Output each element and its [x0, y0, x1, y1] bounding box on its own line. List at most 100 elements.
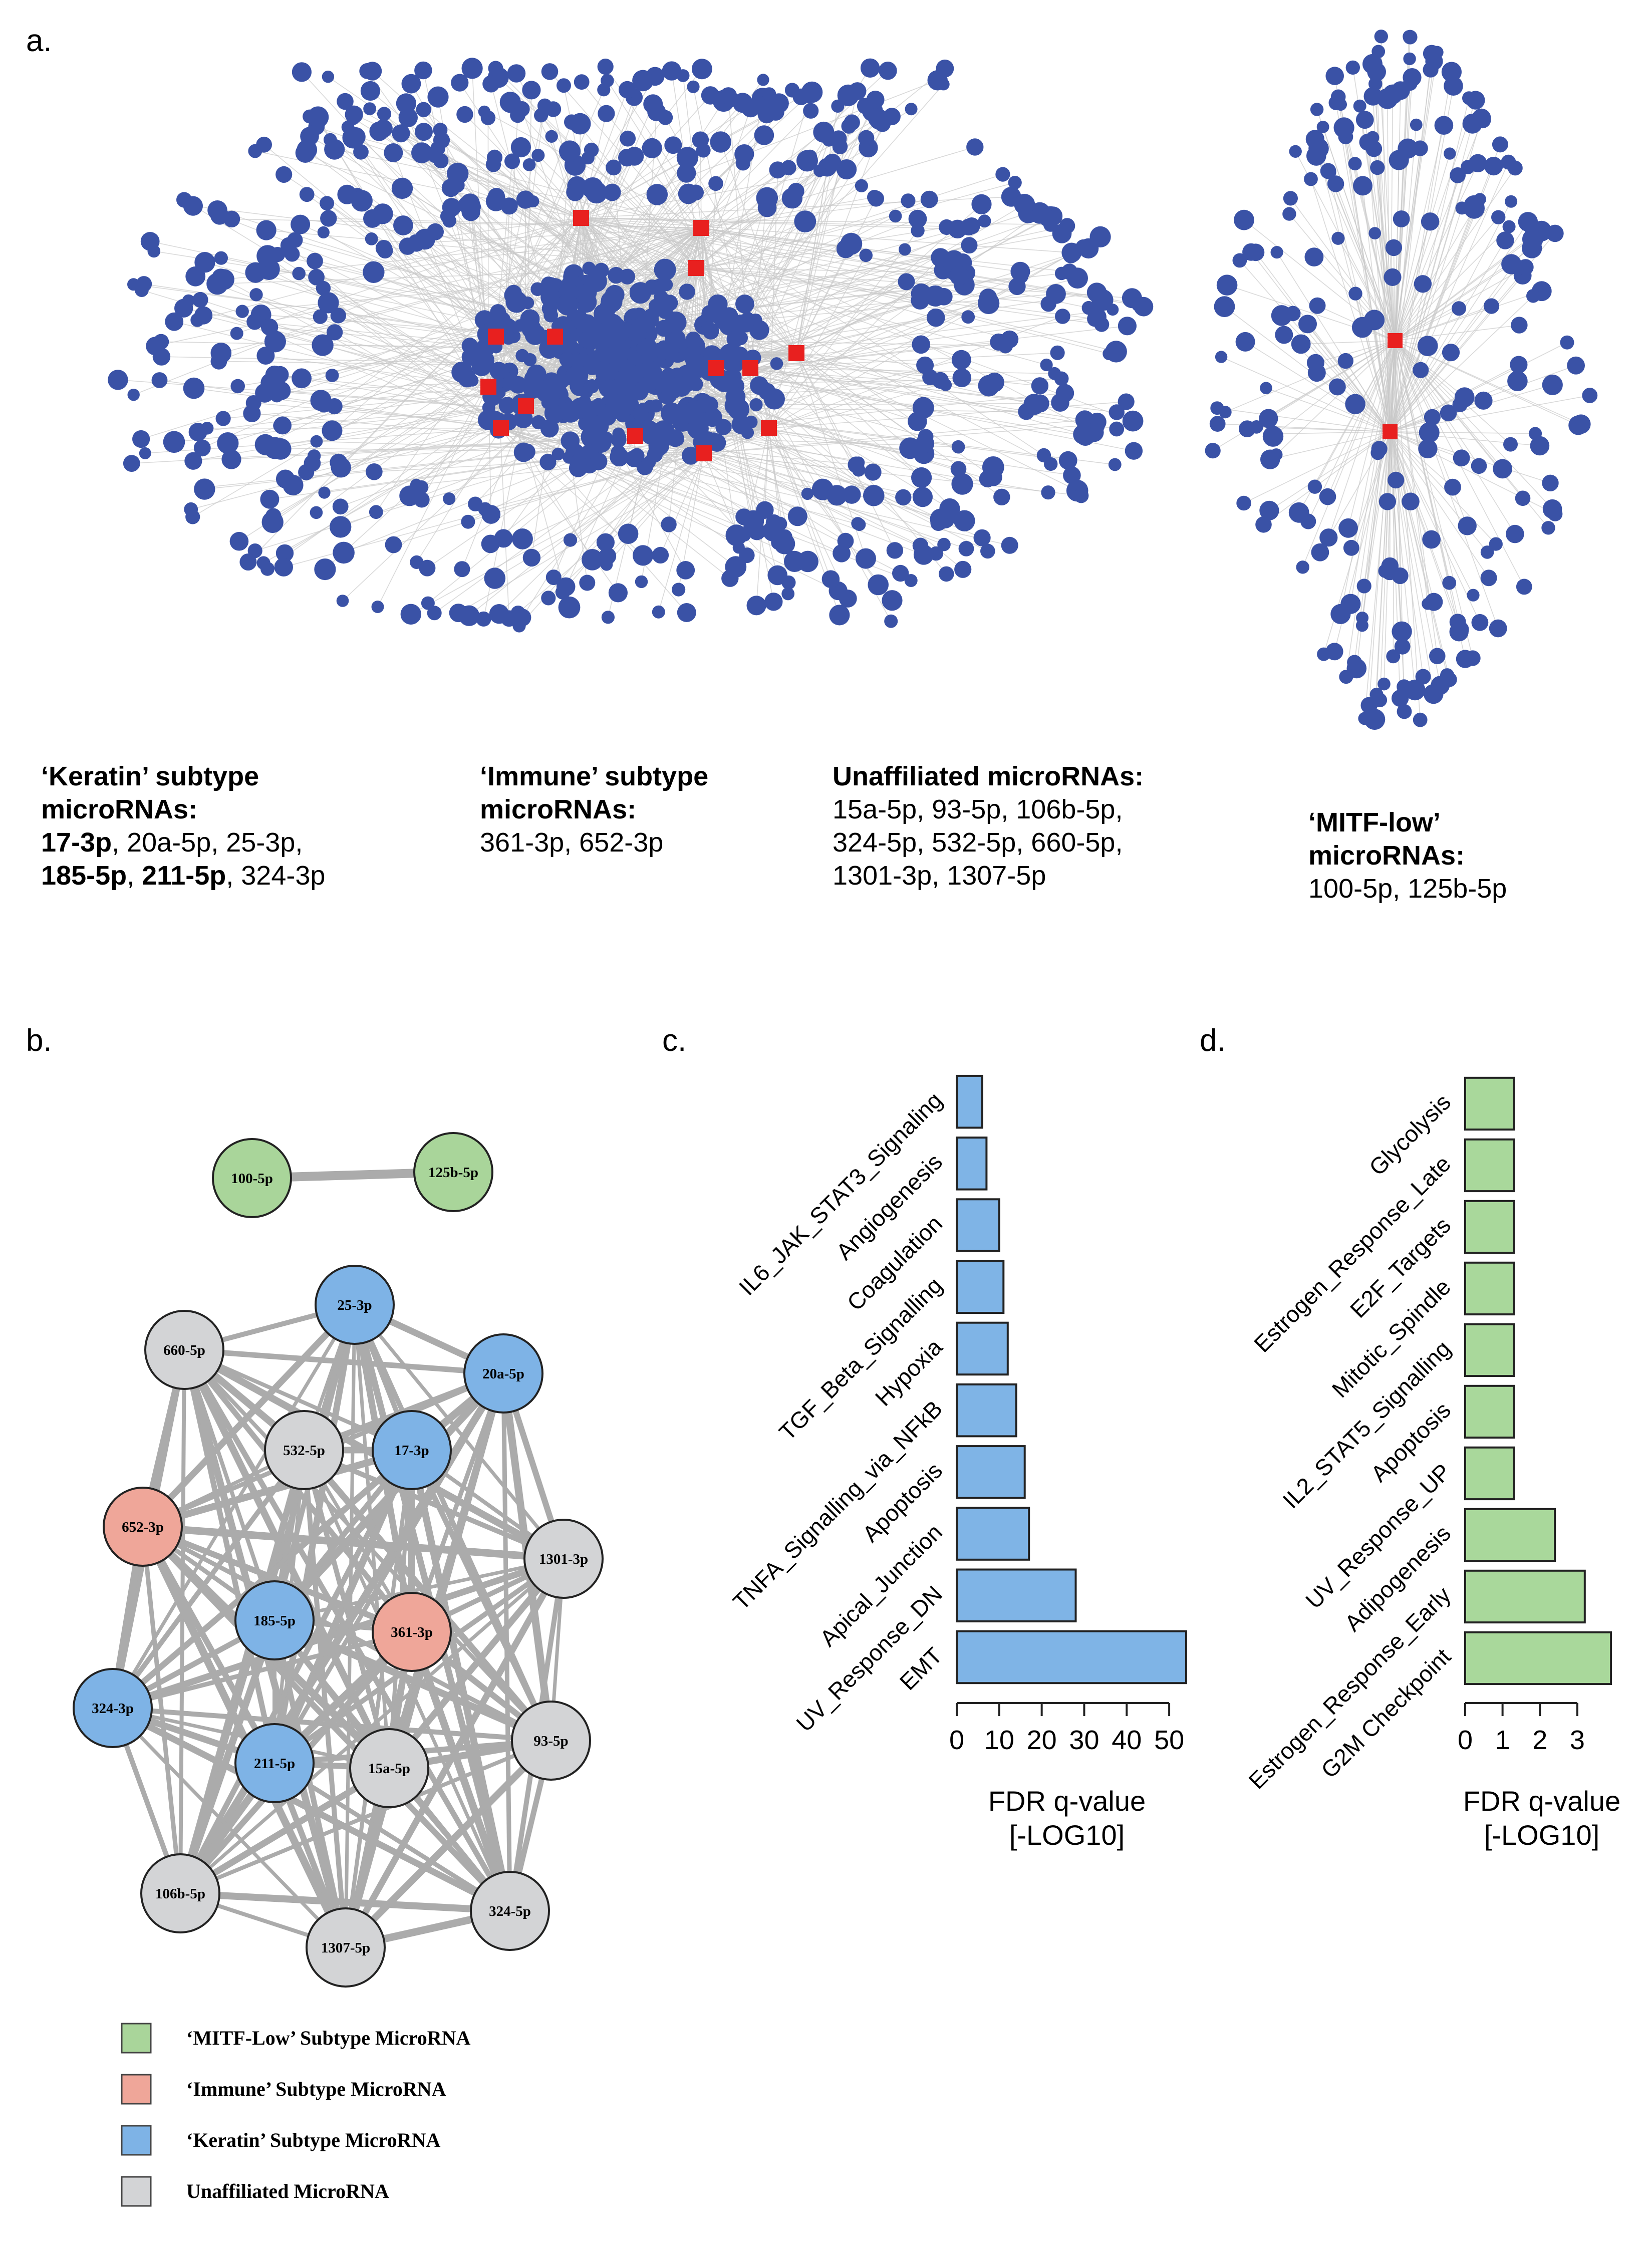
target-gene-node	[1325, 67, 1344, 85]
target-gene-node	[414, 61, 432, 80]
target-gene-node	[1374, 30, 1388, 44]
target-gene-node	[1061, 263, 1078, 280]
target-gene-node	[442, 214, 456, 228]
bar	[956, 1507, 1030, 1561]
target-gene-node	[489, 604, 509, 624]
target-gene-node	[1405, 679, 1426, 701]
target-gene-node	[1429, 648, 1446, 665]
target-gene-node	[1343, 539, 1359, 556]
target-gene-node	[396, 93, 417, 114]
network-edge	[796, 353, 896, 551]
legend-item-immune: ‘Immune’ Subtype MicroRNA	[121, 2074, 446, 2105]
mirna-node-label: 324-3p	[92, 1701, 134, 1717]
target-gene-node	[679, 284, 695, 300]
target-gene-node	[677, 603, 696, 622]
network-edge	[1395, 234, 1534, 341]
target-gene-node	[901, 193, 916, 208]
target-gene-node	[920, 190, 938, 208]
target-gene-node	[369, 121, 389, 141]
target-gene-node	[333, 541, 355, 564]
network-edge	[750, 352, 1058, 369]
target-gene-node	[787, 506, 807, 526]
target-gene-node	[320, 210, 337, 227]
target-gene-node	[948, 219, 967, 238]
network-edge	[1395, 226, 1510, 341]
target-gene-node	[210, 343, 232, 364]
target-gene-node	[980, 543, 995, 559]
target-gene-node	[911, 467, 932, 488]
legend-label: ‘Immune’ Subtype MicroRNA	[186, 2078, 446, 2100]
target-gene-node	[255, 383, 274, 403]
target-gene-node	[866, 91, 885, 109]
target-gene-node	[1424, 684, 1444, 704]
target-gene-node	[273, 416, 292, 435]
target-gene-node	[773, 516, 787, 531]
target-gene-node	[1381, 557, 1399, 575]
network-edge	[1390, 205, 1475, 432]
target-gene-node	[990, 333, 1007, 351]
target-gene-node	[769, 161, 786, 179]
target-gene-node	[493, 387, 506, 399]
target-gene-node	[1489, 619, 1507, 638]
target-gene-node	[280, 237, 297, 253]
caption-mirna-list: 1301-3p, 1307-5p	[833, 861, 1046, 891]
target-gene-node	[476, 611, 491, 627]
target-gene-node	[592, 398, 606, 412]
target-gene-node	[307, 252, 323, 269]
target-gene-node	[1309, 297, 1326, 314]
target-gene-node	[884, 614, 898, 628]
target-gene-node	[295, 143, 316, 163]
target-gene-node	[1413, 362, 1429, 379]
target-gene-node	[966, 138, 984, 156]
target-gene-node	[377, 107, 392, 121]
mirna-node-label: 125b-5p	[428, 1165, 478, 1181]
target-gene-node	[1571, 414, 1591, 434]
target-gene-node	[336, 595, 349, 607]
network-edge	[500, 428, 823, 490]
target-gene-node	[858, 130, 875, 146]
target-gene-node	[447, 162, 469, 185]
target-gene-node	[643, 94, 663, 114]
target-gene-node	[1450, 167, 1466, 183]
target-gene-node	[1014, 194, 1035, 215]
target-gene-node	[1351, 317, 1373, 338]
target-gene-node	[1275, 326, 1293, 344]
network-edge	[1340, 340, 1396, 615]
target-gene-node	[701, 396, 718, 414]
target-gene-node	[1235, 332, 1255, 352]
target-gene-node	[1108, 458, 1122, 471]
target-gene-node	[1348, 287, 1362, 301]
x-tick-label: 1	[1495, 1725, 1510, 1755]
target-gene-node	[1291, 334, 1311, 354]
network-edge	[529, 164, 582, 218]
mirna-node-532-5p: 532-5p	[264, 1410, 344, 1490]
target-gene-node	[596, 533, 615, 551]
target-gene-node	[853, 456, 865, 469]
network-main	[108, 58, 1154, 633]
mirna-node-label: 20a-5p	[482, 1366, 524, 1382]
target-gene-node	[961, 237, 978, 254]
target-gene-node	[844, 114, 860, 131]
network-edge	[1390, 431, 1403, 632]
correlation-edge	[273, 1761, 511, 1913]
network-edge	[768, 428, 849, 599]
target-gene-node	[1403, 30, 1418, 45]
target-gene-node	[912, 537, 929, 554]
mirna-hub-node	[693, 220, 709, 236]
network-edge	[1350, 340, 1396, 604]
target-gene-node	[859, 248, 873, 262]
target-gene-node	[719, 87, 737, 105]
network-edge	[1243, 431, 1391, 504]
target-gene-node	[1310, 103, 1324, 116]
mirna-node-label: 93-5p	[533, 1733, 568, 1749]
target-gene-node	[781, 587, 795, 601]
target-gene-node	[603, 183, 621, 201]
target-gene-node	[733, 330, 748, 346]
network-edge	[231, 218, 702, 228]
target-gene-node	[1413, 712, 1428, 727]
mirna-hub-node	[761, 420, 777, 436]
target-gene-node	[513, 609, 531, 627]
mirna-node-label: 660-5p	[163, 1342, 205, 1358]
target-gene-node	[194, 252, 215, 273]
network-edge	[1328, 172, 1391, 432]
